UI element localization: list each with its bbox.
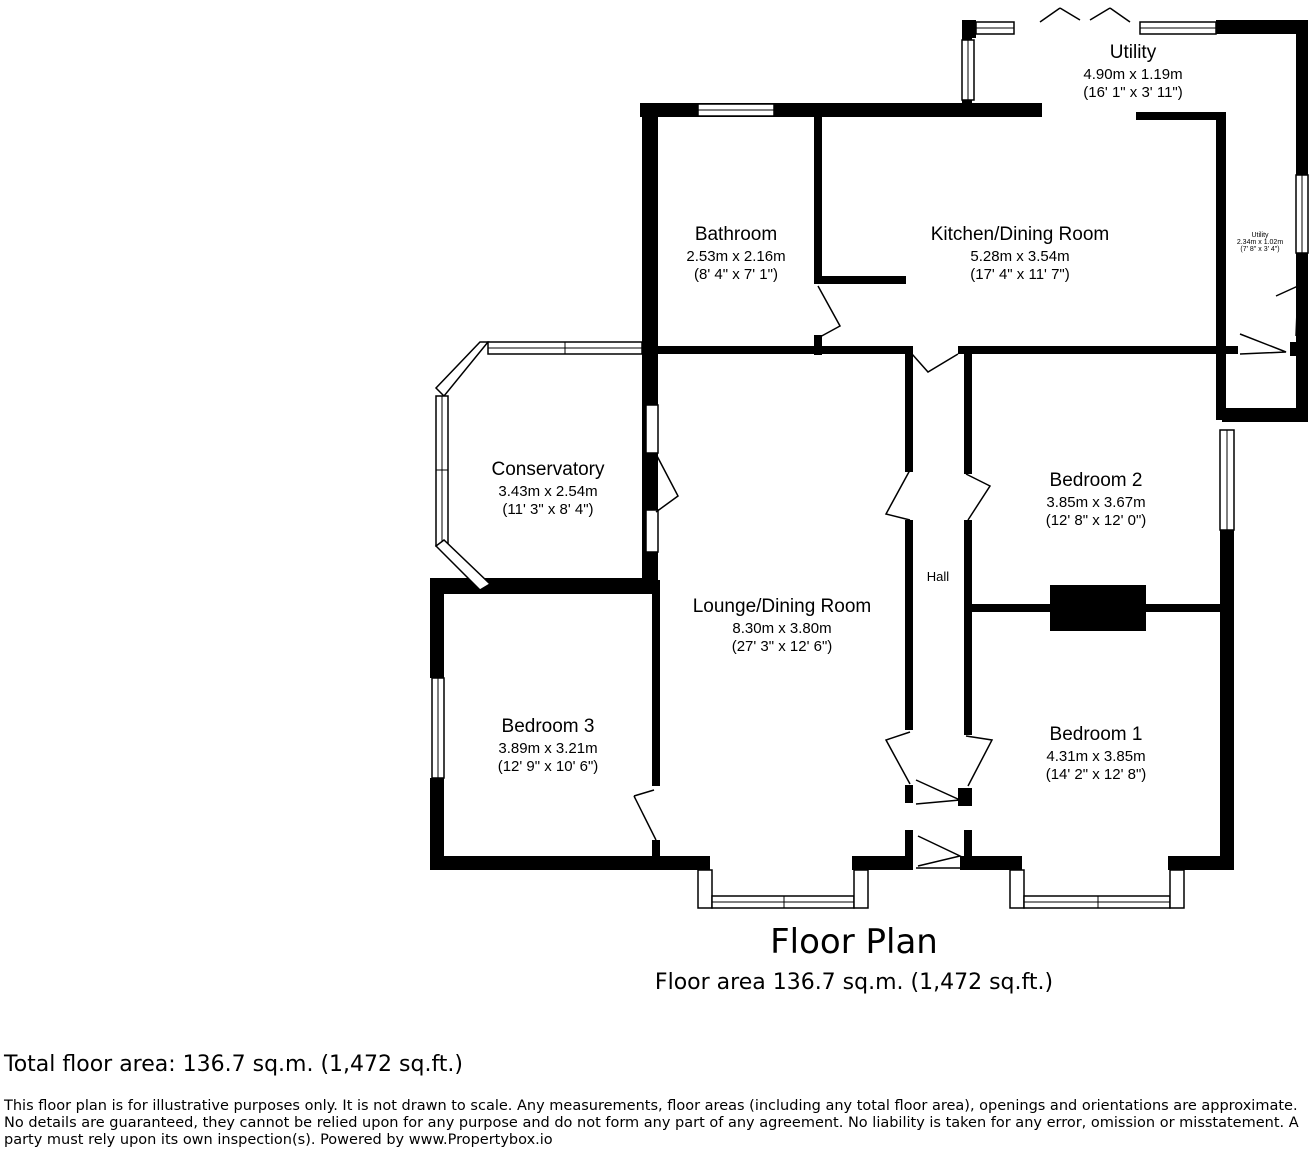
- bedroom2-metric: 3.85m x 3.67m: [1046, 494, 1145, 511]
- doors: [633, 7, 1299, 869]
- lounge-imperial: (27' 3" x 12' 6"): [732, 638, 833, 655]
- conservatory-imperial: (11' 3" x 8' 4"): [502, 501, 593, 518]
- walls: [430, 20, 1308, 870]
- bedroom1-metric: 4.31m x 3.85m: [1046, 748, 1145, 765]
- bedroom2-name: Bedroom 2: [1050, 470, 1143, 491]
- room-labels: Utility 4.90m x 1.19m (16' 1" x 3' 11") …: [492, 42, 1284, 783]
- bathroom-name: Bathroom: [695, 224, 777, 245]
- bathroom-imperial: (8' 4" x 7' 1"): [694, 266, 778, 283]
- utility-main-imperial: (16' 1" x 3' 11"): [1083, 84, 1182, 101]
- utility-small-metric: 2.34m x 1.02m: [1237, 239, 1283, 246]
- bedroom3-metric: 3.89m x 3.21m: [498, 740, 597, 757]
- bedroom2-imperial: (12' 8" x 12' 0"): [1046, 512, 1147, 529]
- kitchen-metric: 5.28m x 3.54m: [970, 248, 1069, 265]
- conservatory-name: Conservatory: [492, 459, 605, 480]
- bedroom3-name: Bedroom 3: [502, 716, 595, 737]
- windows: [431, 21, 1309, 909]
- conservatory-metric: 3.43m x 2.54m: [498, 483, 597, 500]
- bedroom1-imperial: (14' 2" x 12' 8"): [1046, 766, 1147, 783]
- disclaimer: This floor plan is for illustrative purp…: [4, 1098, 1299, 1148]
- lounge-metric: 8.30m x 3.80m: [732, 620, 831, 637]
- utility-main-name: Utility: [1110, 42, 1157, 63]
- utility-small-name: Utility: [1251, 232, 1269, 239]
- bedroom1-name: Bedroom 1: [1050, 724, 1143, 745]
- bathroom-metric: 2.53m x 2.16m: [686, 248, 785, 265]
- bedroom3-imperial: (12' 9" x 10' 6"): [498, 758, 599, 775]
- kitchen-name: Kitchen/Dining Room: [931, 224, 1109, 245]
- total-floor-area: Total floor area: 136.7 sq.m. (1,472 sq.…: [4, 1052, 464, 1077]
- plan-title: Floor Plan: [770, 922, 938, 962]
- hall-name: Hall: [927, 569, 950, 584]
- utility-small-imperial: (7' 8" x 3' 4"): [1240, 246, 1279, 253]
- kitchen-imperial: (17' 4" x 11' 7"): [970, 266, 1069, 283]
- lounge-name: Lounge/Dining Room: [693, 596, 872, 617]
- plan-floor-area: Floor area 136.7 sq.m. (1,472 sq.ft.): [654, 970, 1054, 995]
- utility-main-metric: 4.90m x 1.19m: [1083, 66, 1182, 83]
